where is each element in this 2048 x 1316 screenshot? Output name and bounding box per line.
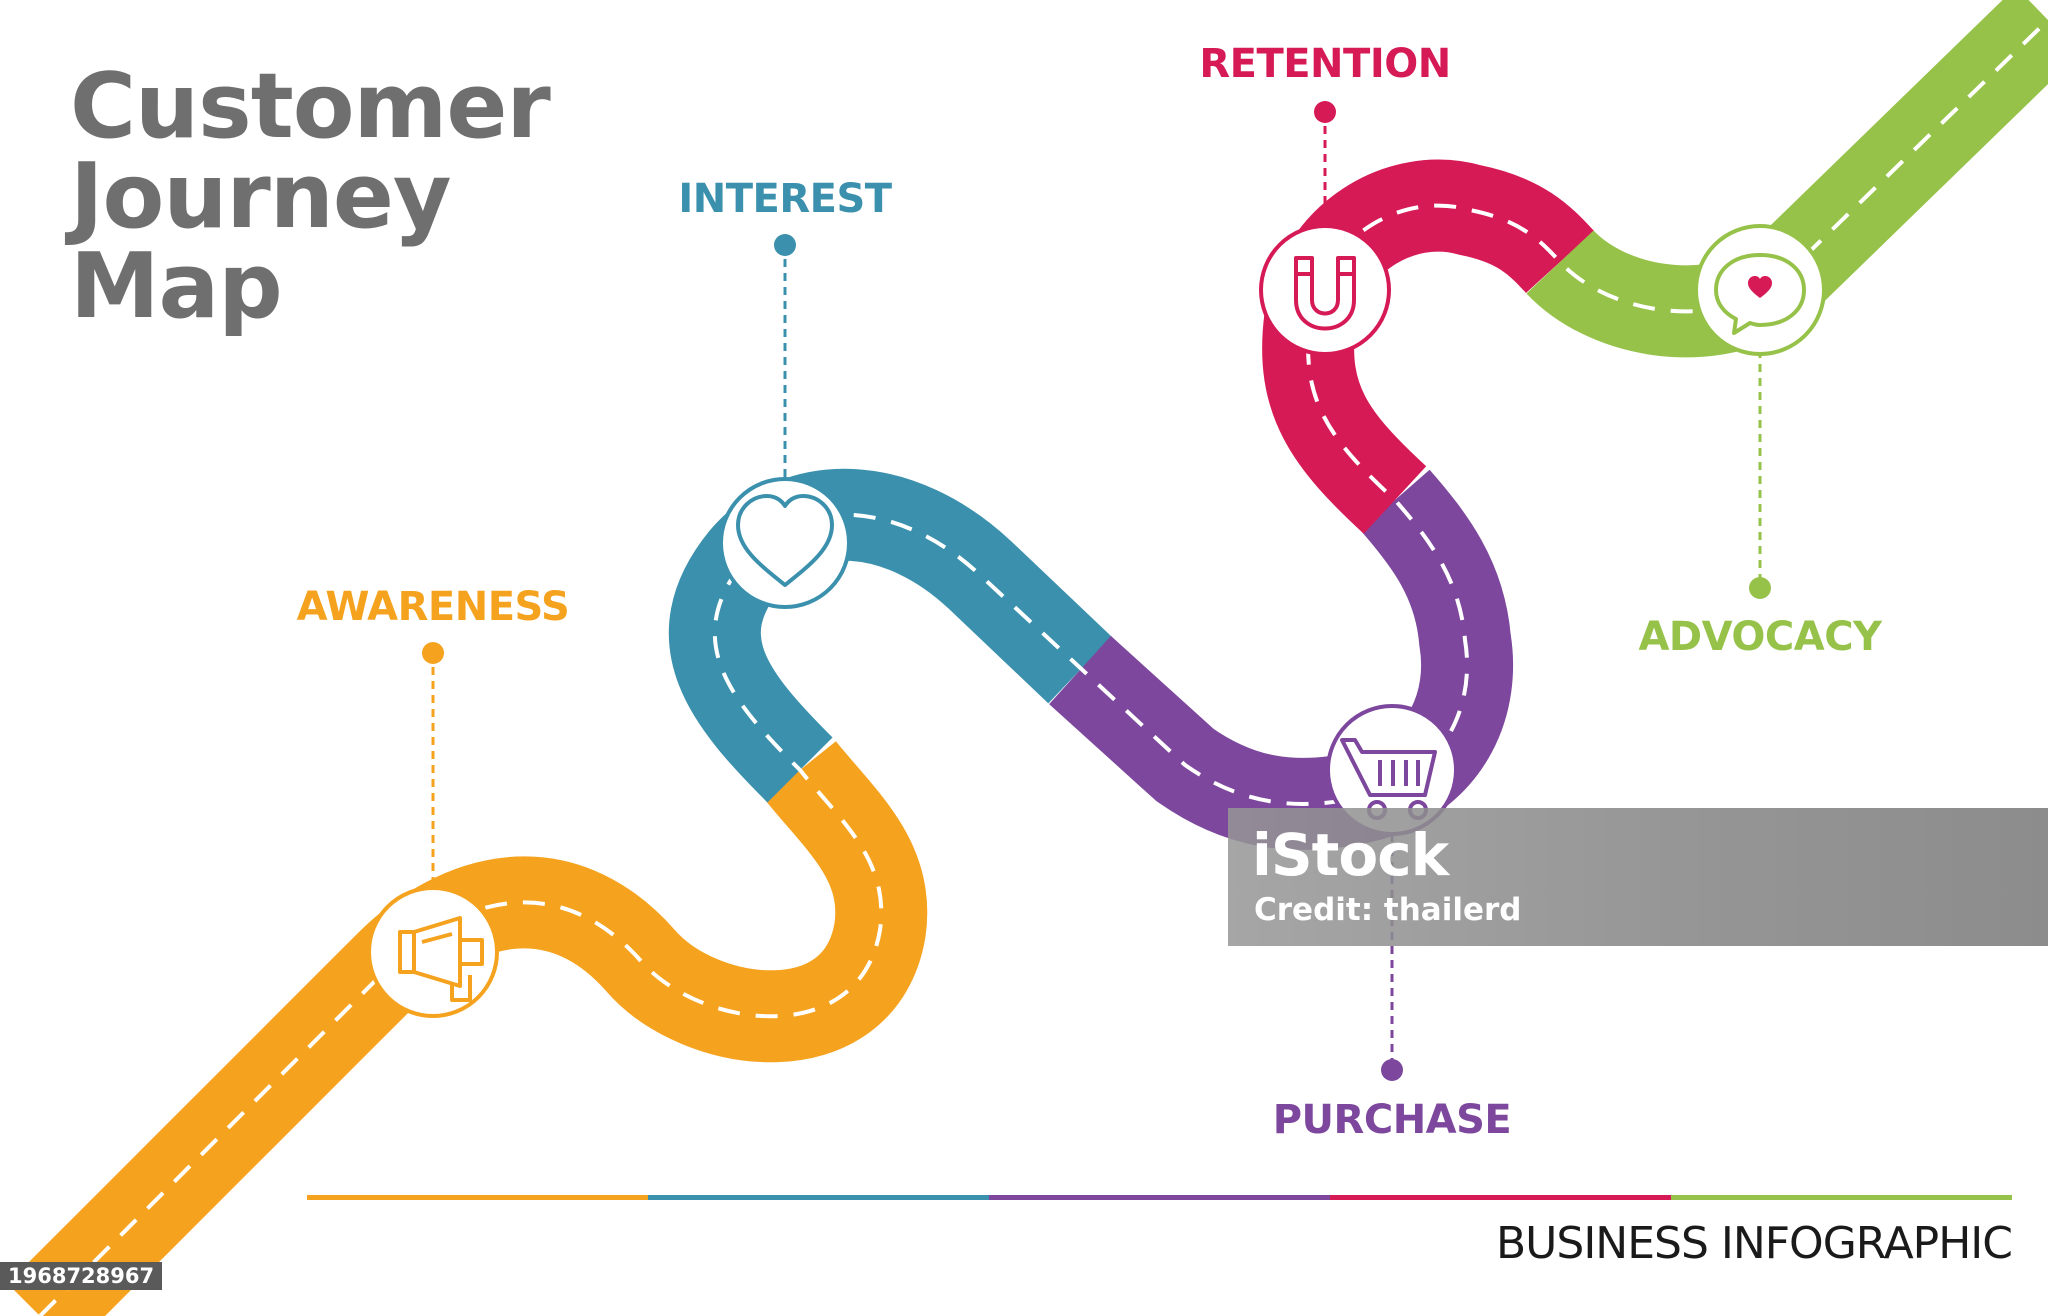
- connector-interest: [774, 234, 796, 490]
- milestone-awareness: [367, 886, 499, 1018]
- watermark-band: [1228, 808, 2048, 946]
- megaphone-icon: [398, 916, 484, 1002]
- stage-label-interest: INTEREST: [678, 176, 892, 222]
- footer-label: BUSINESS INFOGRAPHIC: [1496, 1218, 2013, 1269]
- page-title: Customer Journey Map: [70, 54, 551, 339]
- watermark-image-id: 1968728967: [0, 1262, 163, 1290]
- milestone-advocacy: [1694, 224, 1826, 356]
- watermark-credit: Credit: thailerd: [1254, 892, 1522, 928]
- title-line-2: Journey: [70, 144, 452, 249]
- connector-advocacy: [1749, 350, 1771, 599]
- connector-retention: [1314, 101, 1336, 230]
- title-line-1: Customer: [70, 54, 551, 159]
- road-segment-awareness: [7, 740, 928, 1316]
- milestone-retention: [1259, 224, 1391, 356]
- footer-color-bar: [307, 1195, 2012, 1200]
- stage-label-awareness: AWARENESS: [296, 584, 570, 630]
- stage-label-advocacy: ADVOCACY: [1638, 614, 1882, 660]
- stage-label-purchase: PURCHASE: [1272, 1097, 1512, 1143]
- watermark-logo: iStock: [1252, 821, 1449, 889]
- road-lane-markings: [38, 18, 2048, 1316]
- chat-heart-icon: [1714, 253, 1806, 335]
- heart-icon: [736, 494, 834, 587]
- connector-awareness: [422, 642, 444, 890]
- connector-purchase: [1381, 820, 1403, 1081]
- milestone-interest: [719, 477, 851, 609]
- stage-label-retention: RETENTION: [1199, 41, 1451, 87]
- magnet-icon: [1294, 256, 1356, 331]
- title-line-3: Map: [70, 234, 283, 339]
